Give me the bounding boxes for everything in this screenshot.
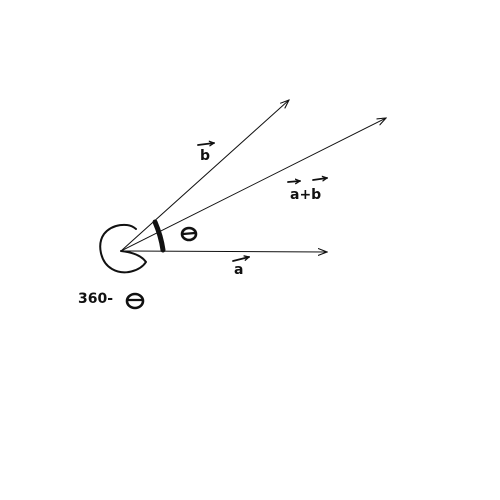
vector-b-label-arrow [197,143,214,145]
vector-b-line [120,100,289,252]
vector-a-label-arrow [232,257,249,262]
theta-symbol [180,226,198,242]
vector-sum-label: a+b [290,187,321,203]
reflex-angle-label: 360- [78,291,113,307]
reflex-angle-arc [99,223,147,274]
vector-b-label: b [200,148,210,164]
vector-a-line [120,251,327,252]
vector-sum-line [120,118,386,252]
vector-sum-label-arrow-a [287,181,300,182]
theta-angle-arc [152,219,166,253]
vector-sum-label-arrow-b [312,178,327,180]
vector-a-label: a [234,262,243,278]
reflex-theta-symbol [125,292,145,310]
